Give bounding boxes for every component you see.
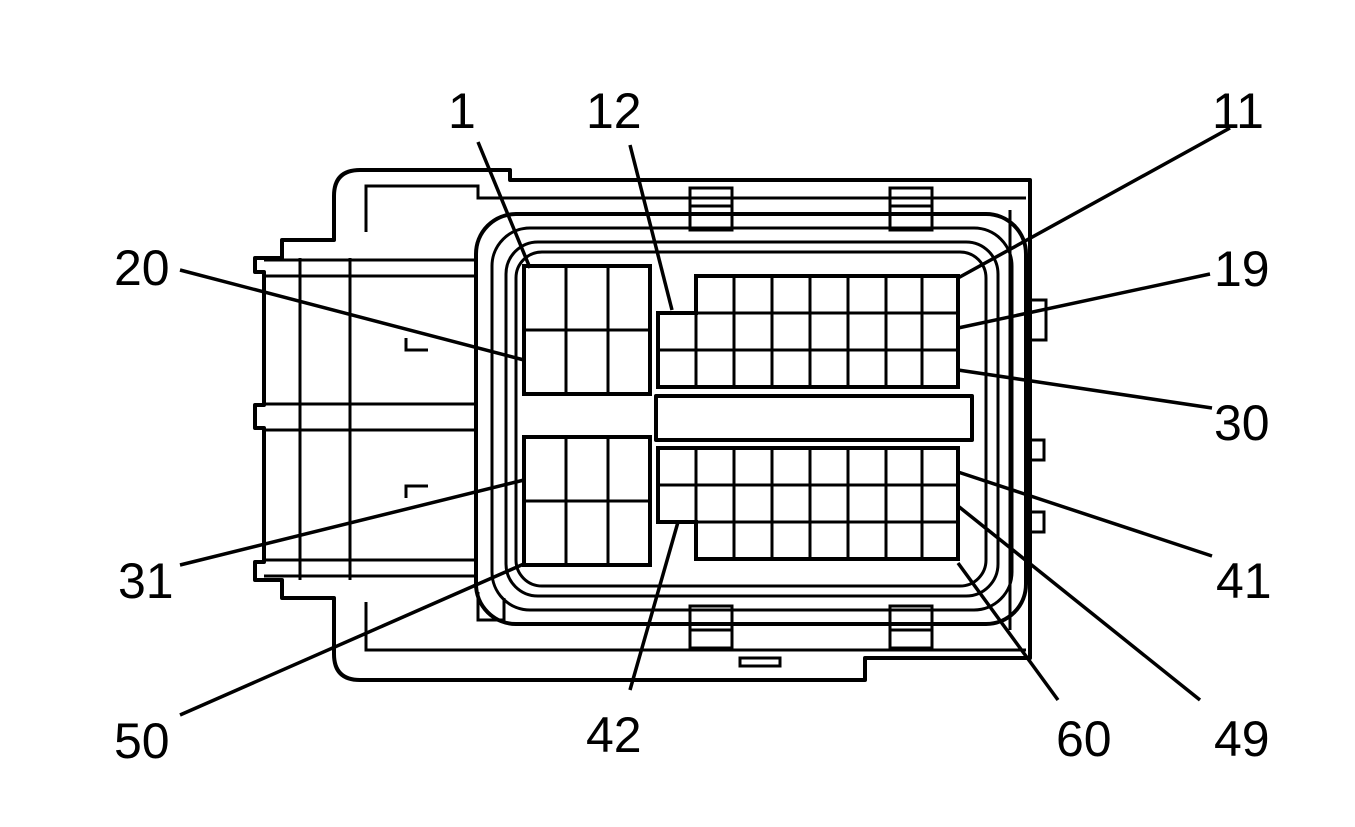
- pin-cavity: [732, 311, 774, 352]
- pin-cavity: [808, 520, 850, 561]
- pin-cavity: [564, 328, 610, 396]
- pin-cavity: [808, 274, 850, 315]
- pin-cavity: [770, 446, 812, 487]
- pin-cavity: [920, 348, 960, 389]
- pin-cavity: [732, 274, 774, 315]
- pin-cavity: [656, 311, 698, 352]
- pin-cavity: [656, 483, 698, 524]
- pin-cavity: [606, 435, 652, 503]
- pin-cavity: [694, 483, 736, 524]
- center-key-bar: [654, 394, 974, 442]
- pin-cavity: [846, 520, 888, 561]
- pin-block-outline: [656, 446, 960, 561]
- pin-cavity: [846, 446, 888, 487]
- pin-block-outline: [522, 264, 652, 396]
- pin-cavity: [920, 446, 960, 487]
- pin-cavity: [770, 483, 812, 524]
- pin-cavity: [884, 348, 924, 389]
- pin-cavity: [564, 435, 610, 503]
- leader-12: [628, 144, 674, 311]
- pin-cavity: [606, 264, 652, 332]
- pin-cavity: [522, 264, 568, 332]
- pin-block-lower-left: [522, 435, 652, 567]
- pin-cavity: [522, 328, 568, 396]
- pin-cavity: [732, 348, 774, 389]
- pin-cavity: [522, 435, 568, 503]
- leader-lines: [179, 126, 1231, 717]
- leader-49: [956, 504, 1202, 702]
- pin-cavity: [770, 311, 812, 352]
- pin-cavity: [920, 274, 960, 315]
- pin-label-12: 12: [586, 83, 642, 139]
- pin-label-11: 11: [1212, 83, 1264, 139]
- leader-20: [179, 268, 525, 362]
- leader-1: [476, 141, 532, 269]
- pin-cavity: [694, 446, 736, 487]
- pin-cavity: [770, 520, 812, 561]
- pin-cavity: [564, 499, 610, 567]
- leader-42: [628, 521, 680, 691]
- pin-block-lower-right: [656, 446, 960, 561]
- pin-labels: 1 12 11 20 19 30 31 41 50 42 60 49: [114, 83, 1272, 769]
- pin-label-49: 49: [1214, 711, 1270, 767]
- pin-cavity: [920, 520, 960, 561]
- leader-41: [957, 470, 1213, 558]
- pin-cavity: [694, 348, 736, 389]
- pin-cavity: [656, 348, 698, 389]
- pin-cavity: [920, 311, 960, 352]
- pin-cavity: [732, 520, 774, 561]
- pin-cavity: [606, 499, 652, 567]
- pin-cavity: [522, 499, 568, 567]
- pin-label-50: 50: [114, 713, 170, 769]
- pin-block-upper-right: [656, 274, 960, 389]
- pin-cavity: [808, 348, 850, 389]
- leader-30: [957, 368, 1213, 410]
- leader-60: [956, 561, 1060, 702]
- pin-cavity: [846, 348, 888, 389]
- pin-cavity: [770, 348, 812, 389]
- pin-cavity: [694, 274, 736, 315]
- pin-cavity: [564, 264, 610, 332]
- pin-cavity: [732, 483, 774, 524]
- leader-50: [179, 561, 527, 717]
- pin-label-1: 1: [448, 83, 476, 139]
- pin-cavity: [770, 274, 812, 315]
- pin-label-30: 30: [1214, 395, 1270, 451]
- pin-cavity: [846, 311, 888, 352]
- pin-block-outline: [656, 274, 960, 389]
- leader-19: [957, 272, 1211, 330]
- pin-cavity: [884, 446, 924, 487]
- pin-label-60: 60: [1056, 711, 1112, 767]
- pin-block-upper-left: [522, 264, 652, 396]
- pin-cavity: [694, 520, 736, 561]
- pin-cavity: [884, 520, 924, 561]
- pin-cavity: [884, 311, 924, 352]
- pin-cavity: [808, 311, 850, 352]
- leader-11: [957, 126, 1231, 280]
- pin-cavity: [606, 328, 652, 396]
- pin-label-19: 19: [1214, 241, 1270, 297]
- connector-housing: [253, 168, 1048, 682]
- pin-cavity: [732, 446, 774, 487]
- pin-label-31: 31: [118, 553, 174, 609]
- pin-cavity: [808, 446, 850, 487]
- pin-label-41: 41: [1216, 553, 1272, 609]
- pin-cavity: [846, 483, 888, 524]
- pin-block-outline: [522, 435, 652, 567]
- pin-label-20: 20: [114, 240, 170, 296]
- pin-cavity: [884, 274, 924, 315]
- pin-cavity: [920, 483, 960, 524]
- pin-cavity: [694, 311, 736, 352]
- cavity-outline: [474, 212, 1028, 626]
- pin-cavity: [846, 274, 888, 315]
- pin-cavity: [884, 483, 924, 524]
- pin-cavity: [808, 483, 850, 524]
- pin-label-42: 42: [586, 707, 642, 763]
- pin-cavity: [656, 446, 698, 487]
- leader-31: [179, 478, 525, 567]
